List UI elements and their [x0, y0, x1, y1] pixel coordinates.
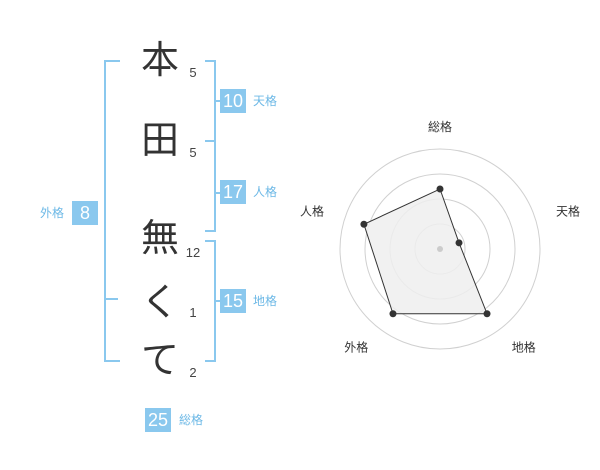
chikaku-value-box: 15: [220, 289, 246, 313]
name-char-4: く: [140, 280, 179, 324]
name-char-1: 本: [140, 38, 179, 82]
radar-axis-label-1: 総格: [428, 119, 452, 134]
gaikaku-label: 外格: [40, 206, 65, 220]
gaikaku-bracket: [104, 60, 120, 362]
tenkaku-value-box: 10: [220, 89, 246, 113]
gaikaku-inner-tick: [104, 298, 118, 300]
radar-axis-label-3: 地格: [512, 340, 536, 355]
tenkaku-label: 天格: [253, 94, 278, 108]
chikaku-connector: [215, 300, 221, 302]
radar-axis-label-2: 天格: [556, 203, 580, 218]
name-char-2: 田: [140, 118, 179, 162]
soukaku-value-box: 25: [145, 408, 171, 432]
stroke-count-5: 2: [189, 365, 197, 380]
radar-point-1: [436, 185, 444, 193]
soukaku-label: 総格: [179, 413, 204, 427]
jinkaku-bracket: [205, 140, 216, 232]
radar-point-2: [455, 239, 463, 247]
jinkaku-value-box: 17: [220, 180, 246, 204]
name-char-3: 無: [140, 216, 179, 260]
radar-point-5: [360, 220, 368, 228]
jinkaku-connector: [215, 192, 221, 194]
radar-data-polygon: [363, 188, 488, 315]
radar-center-dot: [437, 246, 443, 252]
stroke-count-3: 12: [185, 245, 201, 260]
name-char-5: て: [140, 338, 179, 382]
radar-ring-3: [364, 173, 516, 325]
radar-point-4: [389, 310, 397, 318]
stroke-count-4: 1: [189, 305, 197, 320]
chikaku-label: 地格: [253, 294, 278, 308]
radar-axis-label-4: 外格: [344, 340, 368, 355]
stroke-count-1: 5: [189, 65, 197, 80]
gaikaku-value-box: 8: [72, 201, 98, 225]
stroke-count-2: 5: [189, 145, 197, 160]
tenkaku-connector: [215, 100, 221, 102]
radar-point-3: [483, 310, 491, 318]
radar-ring-4: [339, 148, 541, 350]
jinkaku-label: 人格: [253, 185, 278, 199]
radar-axis-label-5: 人格: [300, 203, 324, 218]
